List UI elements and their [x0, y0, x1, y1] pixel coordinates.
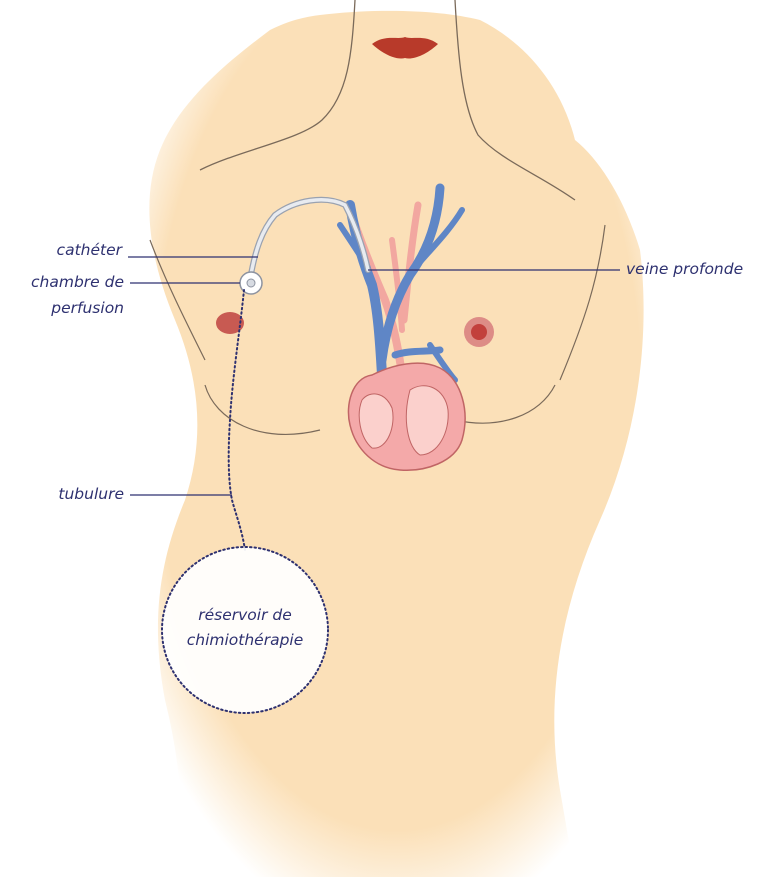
nipple-right-center	[471, 324, 487, 340]
label-reservoir-line2: chimiothérapie	[165, 630, 325, 650]
label-deep-vein: veine profonde	[626, 259, 751, 279]
label-reservoir-line1: réservoir de	[165, 605, 325, 625]
port-chamber-center	[247, 279, 255, 287]
label-tubing: tubulure	[20, 484, 124, 504]
label-catheter: cathéter	[38, 240, 122, 260]
label-chamber-line2: perfusion	[8, 298, 124, 318]
label-chamber-line1: chambre de	[8, 272, 124, 292]
